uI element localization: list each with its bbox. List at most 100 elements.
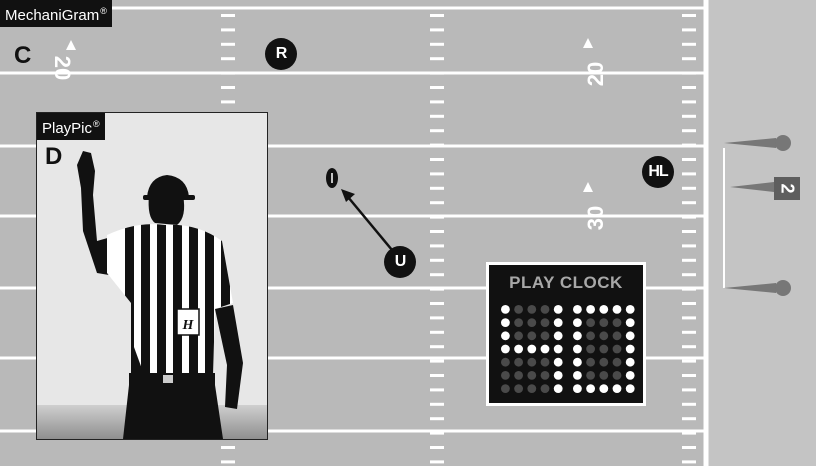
clock-dot-lit	[599, 305, 608, 314]
hash-mark	[682, 403, 696, 406]
hash-mark	[682, 259, 696, 262]
hash-mark	[430, 28, 444, 31]
hash-mark	[682, 446, 696, 449]
hash-mark	[430, 374, 444, 377]
hash-mark	[430, 446, 444, 449]
clock-dot-unlit	[599, 371, 608, 380]
direction-arrow-icon	[583, 38, 593, 48]
mechanigram-logo-text: MechaniGram	[5, 7, 99, 24]
clock-dot-unlit	[527, 318, 536, 327]
yard-number-text: 20	[583, 62, 608, 86]
clock-dot-unlit	[514, 305, 523, 314]
clock-dot-lit	[554, 345, 563, 354]
hash-mark	[430, 14, 444, 17]
clock-dot-unlit	[599, 345, 608, 354]
hash-mark	[221, 100, 235, 103]
playpic-logo-text: PlayPic	[42, 120, 92, 137]
clock-dot-unlit	[527, 384, 536, 393]
hash-mark	[430, 86, 444, 89]
clock-dot-unlit	[501, 371, 510, 380]
clock-dot-unlit	[541, 331, 550, 340]
registered-mark: ®	[100, 6, 107, 16]
direction-arrow-icon	[66, 40, 76, 50]
hash-mark	[430, 388, 444, 391]
clock-dot-unlit	[586, 345, 595, 354]
clock-dot-unlit	[514, 358, 523, 367]
hash-mark	[430, 72, 444, 75]
clock-dot-lit	[573, 331, 582, 340]
clock-dot-unlit	[514, 384, 523, 393]
hash-mark	[430, 244, 444, 247]
hash-mark	[430, 345, 444, 348]
clock-dot-lit	[599, 384, 608, 393]
playpic-inset: H PlayPic® D	[36, 112, 268, 440]
clock-dot-lit	[554, 331, 563, 340]
hash-mark	[682, 100, 696, 103]
hash-mark	[682, 244, 696, 247]
hash-mark	[221, 86, 235, 89]
yard-number-text: 30	[583, 206, 608, 230]
clock-dot-lit	[626, 345, 635, 354]
clock-dot-lit	[501, 318, 510, 327]
clock-dot-lit	[626, 371, 635, 380]
clock-dot-lit	[501, 305, 510, 314]
pants	[123, 385, 223, 439]
hash-mark	[221, 43, 235, 46]
play-clock-display	[501, 303, 635, 399]
hash-mark	[430, 129, 444, 132]
clock-dot-lit	[626, 384, 635, 393]
yard-number-left-20: 20	[51, 56, 73, 80]
clock-dot-lit	[586, 305, 595, 314]
clock-dot-lit	[613, 305, 622, 314]
down-number: 2	[775, 183, 798, 193]
hash-mark	[430, 144, 444, 147]
chain-pole-bottom	[775, 280, 791, 296]
clock-dot-unlit	[541, 371, 550, 380]
clock-dot-lit	[501, 331, 510, 340]
clock-dot-unlit	[514, 318, 523, 327]
clock-dot-unlit	[541, 358, 550, 367]
hash-mark	[430, 43, 444, 46]
hash-mark	[682, 388, 696, 391]
clock-dot-unlit	[541, 318, 550, 327]
hash-mark	[682, 43, 696, 46]
hash-mark	[430, 460, 444, 463]
clock-dot-lit	[554, 358, 563, 367]
hash-mark	[682, 201, 696, 204]
clock-dot-lit	[626, 318, 635, 327]
clock-dot-unlit	[599, 331, 608, 340]
hash-mark	[430, 360, 444, 363]
mechanigram-logo: MechaniGram®	[0, 0, 112, 27]
clock-dot-unlit	[599, 358, 608, 367]
clock-dot-lit	[613, 384, 622, 393]
clock-dot-unlit	[501, 358, 510, 367]
hash-mark	[682, 273, 696, 276]
sideline-area	[706, 0, 816, 466]
hash-mark	[430, 187, 444, 190]
clock-dot-unlit	[514, 371, 523, 380]
clock-dot-lit	[554, 305, 563, 314]
hash-mark	[430, 172, 444, 175]
hash-mark	[682, 288, 696, 291]
clock-dot-lit	[554, 371, 563, 380]
hash-mark	[682, 460, 696, 463]
hash-mark	[430, 100, 444, 103]
hash-mark	[430, 288, 444, 291]
direction-arrow-icon	[583, 182, 593, 192]
hash-mark	[430, 432, 444, 435]
clock-dot-lit	[554, 318, 563, 327]
corner-letter-c: C	[14, 44, 31, 68]
clock-dot-lit	[554, 384, 563, 393]
clock-dot-unlit	[599, 318, 608, 327]
hash-mark	[682, 14, 696, 17]
clock-dot-lit	[501, 345, 510, 354]
hash-mark	[430, 273, 444, 276]
hash-mark	[221, 72, 235, 75]
official-umpire: U	[384, 246, 416, 278]
chain-pole-top	[775, 135, 791, 151]
clock-dot-lit	[527, 345, 536, 354]
clock-dot-lit	[626, 358, 635, 367]
down-indicator: 2	[774, 177, 800, 200]
hash-mark	[682, 360, 696, 363]
